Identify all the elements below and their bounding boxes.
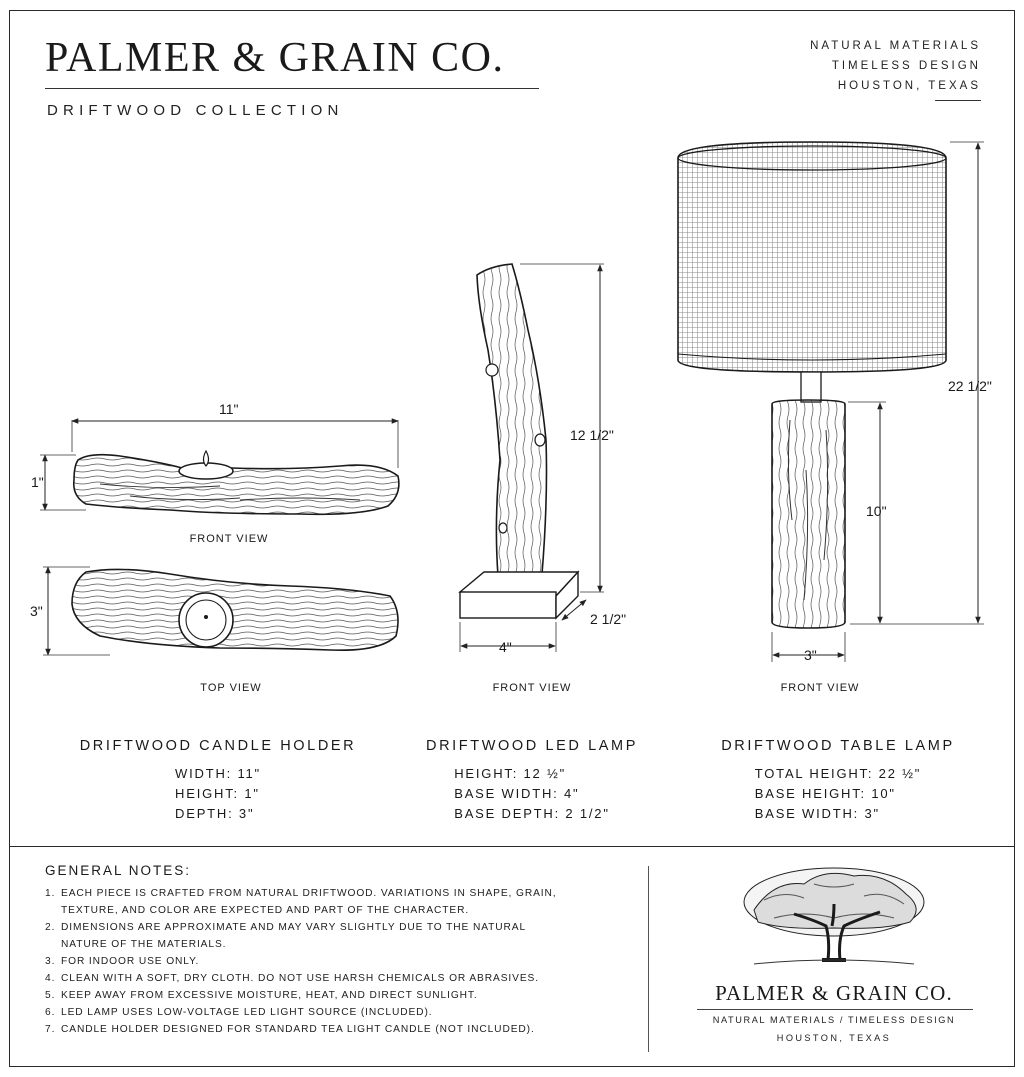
candle-holder-top-drawing — [43, 566, 399, 656]
table-lamp-base-width-dimension: 3" — [804, 647, 817, 663]
led-lamp-view-caption: FRONT VIEW — [492, 682, 572, 694]
led-lamp-specs: DRIFTWOOD LED LAMP HEIGHT: 12 ½" BASE WI… — [367, 738, 697, 824]
candle-depth-dimension: 3" — [30, 603, 43, 619]
page-frame — [9, 10, 1015, 1067]
table-lamp-specs: DRIFTWOOD TABLE LAMP TOTAL HEIGHT: 22 ½"… — [673, 738, 1003, 824]
candle-width-spec: WIDTH: 11" — [175, 766, 261, 781]
candle-holder-front-drawing — [40, 418, 400, 516]
candle-height-dimension: 1" — [31, 474, 44, 490]
table-lamp-front-drawing — [677, 141, 984, 662]
table-lamp-base-height-spec: BASE HEIGHT: 10" — [754, 786, 896, 801]
tagline-line-design: TIMELESS DESIGN — [831, 60, 981, 72]
led-lamp-front-drawing — [458, 263, 604, 652]
candle-height-spec: HEIGHT: 1" — [175, 786, 260, 801]
candle-top-view-caption: TOP VIEW — [200, 682, 262, 694]
note-item: 1.EACH PIECE IS CRAFTED FROM NATURAL DRI… — [45, 888, 557, 916]
candle-front-view-caption: FRONT VIEW — [189, 533, 269, 545]
note-item: 7.CANDLE HOLDER DESIGNED FOR STANDARD TE… — [45, 1024, 535, 1035]
table-lamp-total-height-spec: TOTAL HEIGHT: 22 ½" — [754, 766, 922, 781]
oak-tree-icon — [743, 867, 925, 965]
led-lamp-base-depth-spec: BASE DEPTH: 2 1/2" — [454, 806, 610, 821]
led-lamp-title: DRIFTWOOD LED LAMP — [426, 738, 638, 754]
notes-section-divider — [9, 846, 1015, 847]
logo-underline — [697, 1009, 973, 1010]
led-lamp-base-depth-dimension: 2 1/2" — [590, 611, 627, 627]
tagline-line-materials: NATURAL MATERIALS — [810, 40, 981, 52]
candle-holder-specs: DRIFTWOOD CANDLE HOLDER WIDTH: 11" HEIGH… — [53, 738, 383, 824]
general-notes-title: GENERAL NOTES: — [45, 863, 192, 878]
led-lamp-height-spec: HEIGHT: 12 ½" — [454, 766, 567, 781]
brand-underline — [45, 88, 539, 89]
logo-brand-name: PALMER & GRAIN CO. — [715, 981, 953, 1005]
general-notes-list: 1.EACH PIECE IS CRAFTED FROM NATURAL DRI… — [45, 885, 625, 1038]
candle-length-dimension: 11" — [219, 401, 239, 417]
note-item: 4.CLEAN WITH A SOFT, DRY CLOTH. DO NOT U… — [45, 973, 539, 984]
led-lamp-base-width-spec: BASE WIDTH: 4" — [454, 786, 580, 801]
note-item: 6.LED LAMP USES LOW-VOLTAGE LED LIGHT SO… — [45, 1007, 433, 1018]
led-lamp-base-width-dimension: 4" — [499, 639, 512, 655]
logo-city: HOUSTON, TEXAS — [776, 1033, 892, 1043]
brand-title: PALMER & GRAIN CO. — [45, 35, 505, 81]
table-lamp-base-height-dimension: 10" — [866, 503, 887, 519]
collection-title: DRIFTWOOD COLLECTION — [47, 102, 344, 119]
note-item: 3.FOR INDOOR USE ONLY. — [45, 956, 200, 967]
logo-tagline: NATURAL MATERIALS / TIMELESS DESIGN — [712, 1015, 956, 1025]
header-tagline: NATURAL MATERIALS TIMELESS DESIGN HOUSTO… — [810, 36, 981, 96]
table-lamp-total-height-dimension: 22 1/2" — [948, 378, 992, 394]
note-item: 5.KEEP AWAY FROM EXCESSIVE MOISTURE, HEA… — [45, 990, 478, 1001]
candle-holder-title: DRIFTWOOD CANDLE HOLDER — [79, 738, 357, 754]
led-lamp-height-dimension: 12 1/2" — [570, 427, 614, 443]
tagline-underline — [935, 100, 981, 101]
technical-drawings — [40, 141, 984, 662]
note-item: 2.DIMENSIONS ARE APPROXIMATE AND MAY VAR… — [45, 922, 527, 950]
candle-depth-spec: DEPTH: 3" — [175, 806, 255, 821]
table-lamp-title: DRIFTWOOD TABLE LAMP — [721, 738, 955, 754]
tagline-line-city: HOUSTON, TEXAS — [837, 80, 981, 92]
table-lamp-base-width-spec: BASE WIDTH: 3" — [754, 806, 880, 821]
table-lamp-view-caption: FRONT VIEW — [780, 682, 860, 694]
notes-logo-divider — [648, 866, 649, 1052]
